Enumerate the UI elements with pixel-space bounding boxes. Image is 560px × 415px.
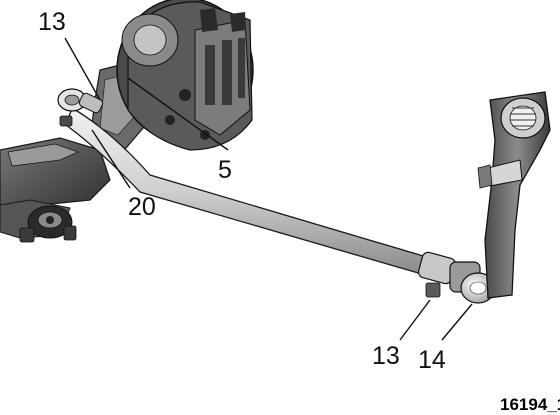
- figure-id: 16194_1: [500, 395, 560, 414]
- steering-arm: [477, 91, 551, 299]
- brake-drum: [116, 0, 254, 151]
- leader-13-bottom: [399, 299, 431, 341]
- callout-5: 5: [218, 156, 232, 184]
- tie-rod-end-right: [417, 251, 481, 298]
- callout-20: 20: [128, 193, 156, 221]
- tie-rod-end-left: [57, 88, 104, 127]
- rubber-mount: [19, 205, 77, 243]
- leader-14: [441, 303, 473, 341]
- callout-13-bottom: 13: [372, 342, 400, 370]
- leader-lines: [64, 37, 473, 341]
- callout-14: 14: [418, 346, 446, 374]
- callout-13-top: 13: [38, 8, 66, 36]
- leader-5: [127, 77, 229, 151]
- leader-13-top: [64, 37, 101, 101]
- leader-20: [91, 129, 131, 189]
